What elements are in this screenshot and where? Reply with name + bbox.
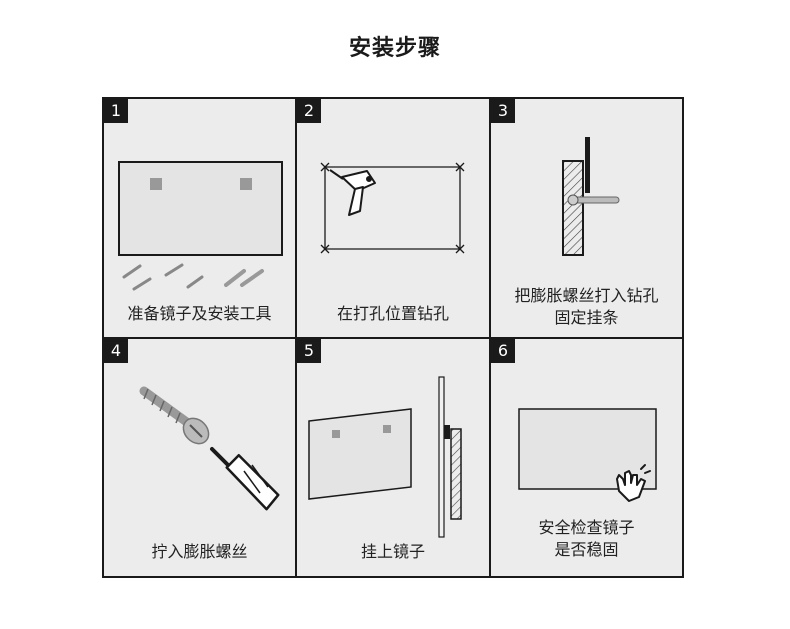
hanging-strip — [585, 137, 590, 193]
mirror-outline — [118, 161, 283, 256]
screws-icon — [122, 263, 204, 291]
hanging-strip — [444, 425, 450, 439]
hanger-bracket — [383, 425, 391, 433]
mirror-outline — [308, 408, 412, 500]
hanger-bracket — [150, 178, 162, 190]
step-4-panel: 4 拧入膨胀螺丝 — [104, 339, 295, 576]
drilling-illustration — [320, 162, 465, 254]
mirror-side-view — [438, 376, 445, 538]
anchor-installation-illustration — [562, 137, 620, 256]
hand-icon — [616, 464, 651, 502]
step-3-panel: 3 把膨胀螺丝打入钻孔 固定挂条 — [491, 99, 682, 337]
step-caption: 把膨胀螺丝打入钻孔 固定挂条 — [514, 286, 659, 327]
step-caption: 准备镜子及安装工具 — [127, 304, 272, 323]
steps-grid: 1 准备镜子及安装工具 2 — [102, 97, 684, 578]
step-1-panel: 1 准备镜子及安装工具 — [104, 99, 295, 337]
hang-mirror-illustration — [308, 376, 462, 538]
step-number: 2 — [297, 99, 321, 123]
anchors-icon — [224, 269, 264, 287]
wall-section — [450, 428, 462, 520]
hanger-bracket — [332, 430, 340, 438]
step-caption: 拧入膨胀螺丝 — [151, 542, 248, 561]
screwdriver-icon — [210, 447, 280, 511]
screwdriver-illustration — [139, 386, 280, 511]
step-5-panel: 5 挂上镜子 — [297, 339, 489, 576]
wall-section — [562, 160, 584, 256]
step-6-panel: 6 安全检查镜子 是否稳固 — [491, 339, 682, 576]
step-caption: 挂上镜子 — [360, 542, 425, 561]
step-number: 4 — [104, 339, 128, 363]
screw-icon — [139, 386, 210, 445]
step-caption: 在打孔位置钻孔 — [336, 304, 449, 323]
step-number: 3 — [491, 99, 515, 123]
page-title: 安装步骤 — [348, 36, 441, 61]
drill-marks-outline — [320, 162, 465, 254]
safety-check-illustration — [518, 408, 657, 502]
hanger-bracket — [240, 178, 252, 190]
drill-icon — [329, 169, 376, 216]
step-number: 1 — [104, 99, 128, 123]
mirror-and-tools-illustration — [118, 161, 283, 291]
step-2-panel: 2 在打孔位置钻孔 — [297, 99, 489, 337]
grid-divider — [104, 337, 682, 339]
step-number: 6 — [491, 339, 515, 363]
step-number: 5 — [297, 339, 321, 363]
step-caption: 安全检查镜子 是否稳固 — [538, 518, 635, 559]
